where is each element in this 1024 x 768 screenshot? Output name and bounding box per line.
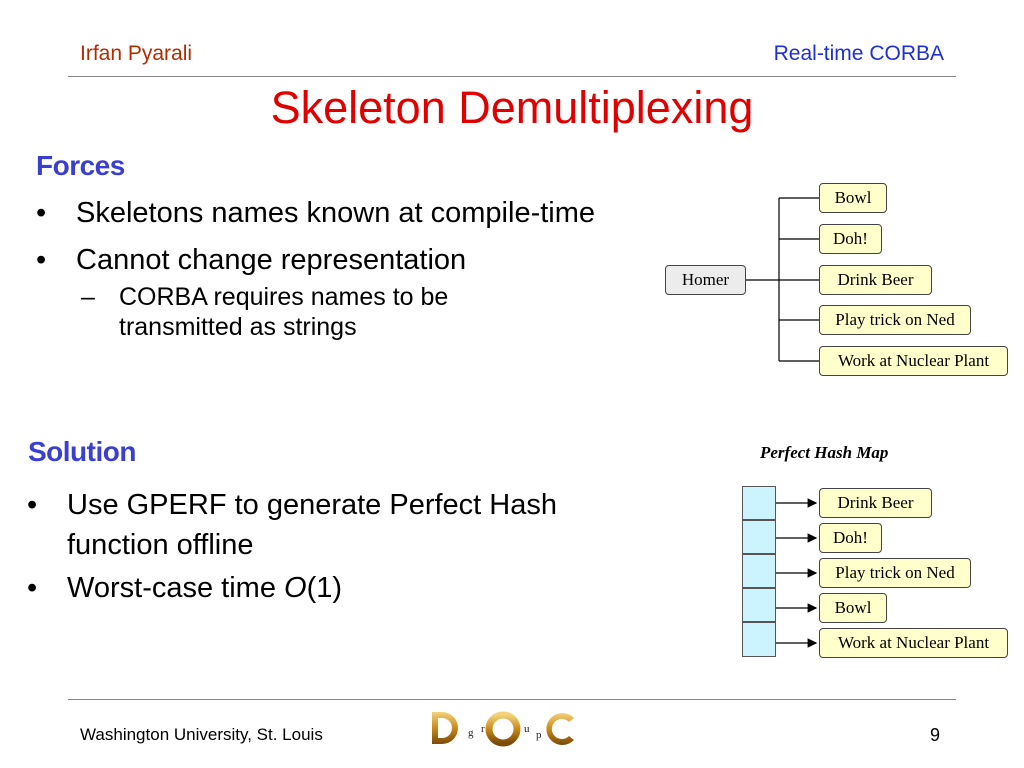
tree-child-2: Doh! — [819, 224, 882, 254]
forces-bullet-2-text: Cannot change representation — [76, 244, 467, 276]
solution-list: Use GPERF to generate Perfect Hash funct… — [27, 485, 567, 606]
page-number: 9 — [929, 725, 940, 745]
header-topic: Real-time CORBA — [773, 42, 944, 65]
footer-divider — [68, 699, 956, 700]
hash-slot — [742, 486, 776, 520]
forces-bullet-1: Skeletons names known at compile-time — [36, 196, 636, 231]
slide-title: Skeleton Demultiplexing — [270, 82, 754, 133]
hash-slot — [742, 588, 776, 622]
hash-slot — [742, 554, 776, 588]
tree-root-homer: Homer — [665, 265, 746, 295]
solution-bullet-1: Use GPERF to generate Perfect Hash funct… — [27, 485, 567, 565]
solution-heading: Solution — [28, 436, 136, 467]
forces-bullet-2: Cannot change representation CORBA requi… — [36, 243, 636, 342]
hash-slot — [742, 622, 776, 657]
forces-heading: Forces — [36, 150, 125, 181]
header-author: Irfan Pyarali — [80, 42, 193, 65]
forces-subbullet-1: CORBA requires names to be transmitted a… — [77, 282, 556, 342]
tree-child-1: Bowl — [819, 183, 887, 213]
hash-entry-4: Bowl — [819, 593, 887, 623]
hash-entry-3: Play trick on Ned — [819, 558, 971, 588]
logo-letter-g: g — [468, 727, 474, 739]
doc-group-logo: g r u p — [432, 711, 574, 747]
solution-bullet-2: Worst-case time O(1) — [27, 571, 567, 606]
tree-child-5: Work at Nuclear Plant — [819, 346, 1008, 376]
hash-entry-1: Drink Beer — [819, 488, 932, 518]
forces-list: Skeletons names known at compile-time Ca… — [36, 196, 636, 342]
logo-letter-o — [485, 711, 521, 747]
hash-entry-5: Work at Nuclear Plant — [819, 628, 1008, 658]
footer-institution: Washington University, St. Louis — [80, 725, 323, 744]
header-divider — [68, 76, 956, 77]
logo-letter-d — [432, 712, 458, 744]
hash-entry-2: Doh! — [819, 523, 882, 553]
hash-map-caption: Perfect Hash Map — [760, 443, 889, 462]
solution-bullet-2-text: Worst-case time — [67, 572, 285, 604]
big-o-symbol: O — [284, 572, 307, 604]
solution-bullet-2-suffix: (1) — [306, 572, 343, 604]
hash-slot — [742, 520, 776, 554]
tree-child-3: Drink Beer — [819, 265, 932, 295]
tree-child-4: Play trick on Ned — [819, 305, 971, 335]
logo-letter-c — [546, 713, 574, 745]
logo-letter-p: p — [536, 729, 542, 741]
logo-letter-r: r — [481, 723, 485, 735]
forces-sublist: CORBA requires names to be transmitted a… — [36, 282, 556, 342]
logo-letter-u: u — [524, 723, 530, 735]
logo-letter-o-core — [494, 720, 512, 738]
